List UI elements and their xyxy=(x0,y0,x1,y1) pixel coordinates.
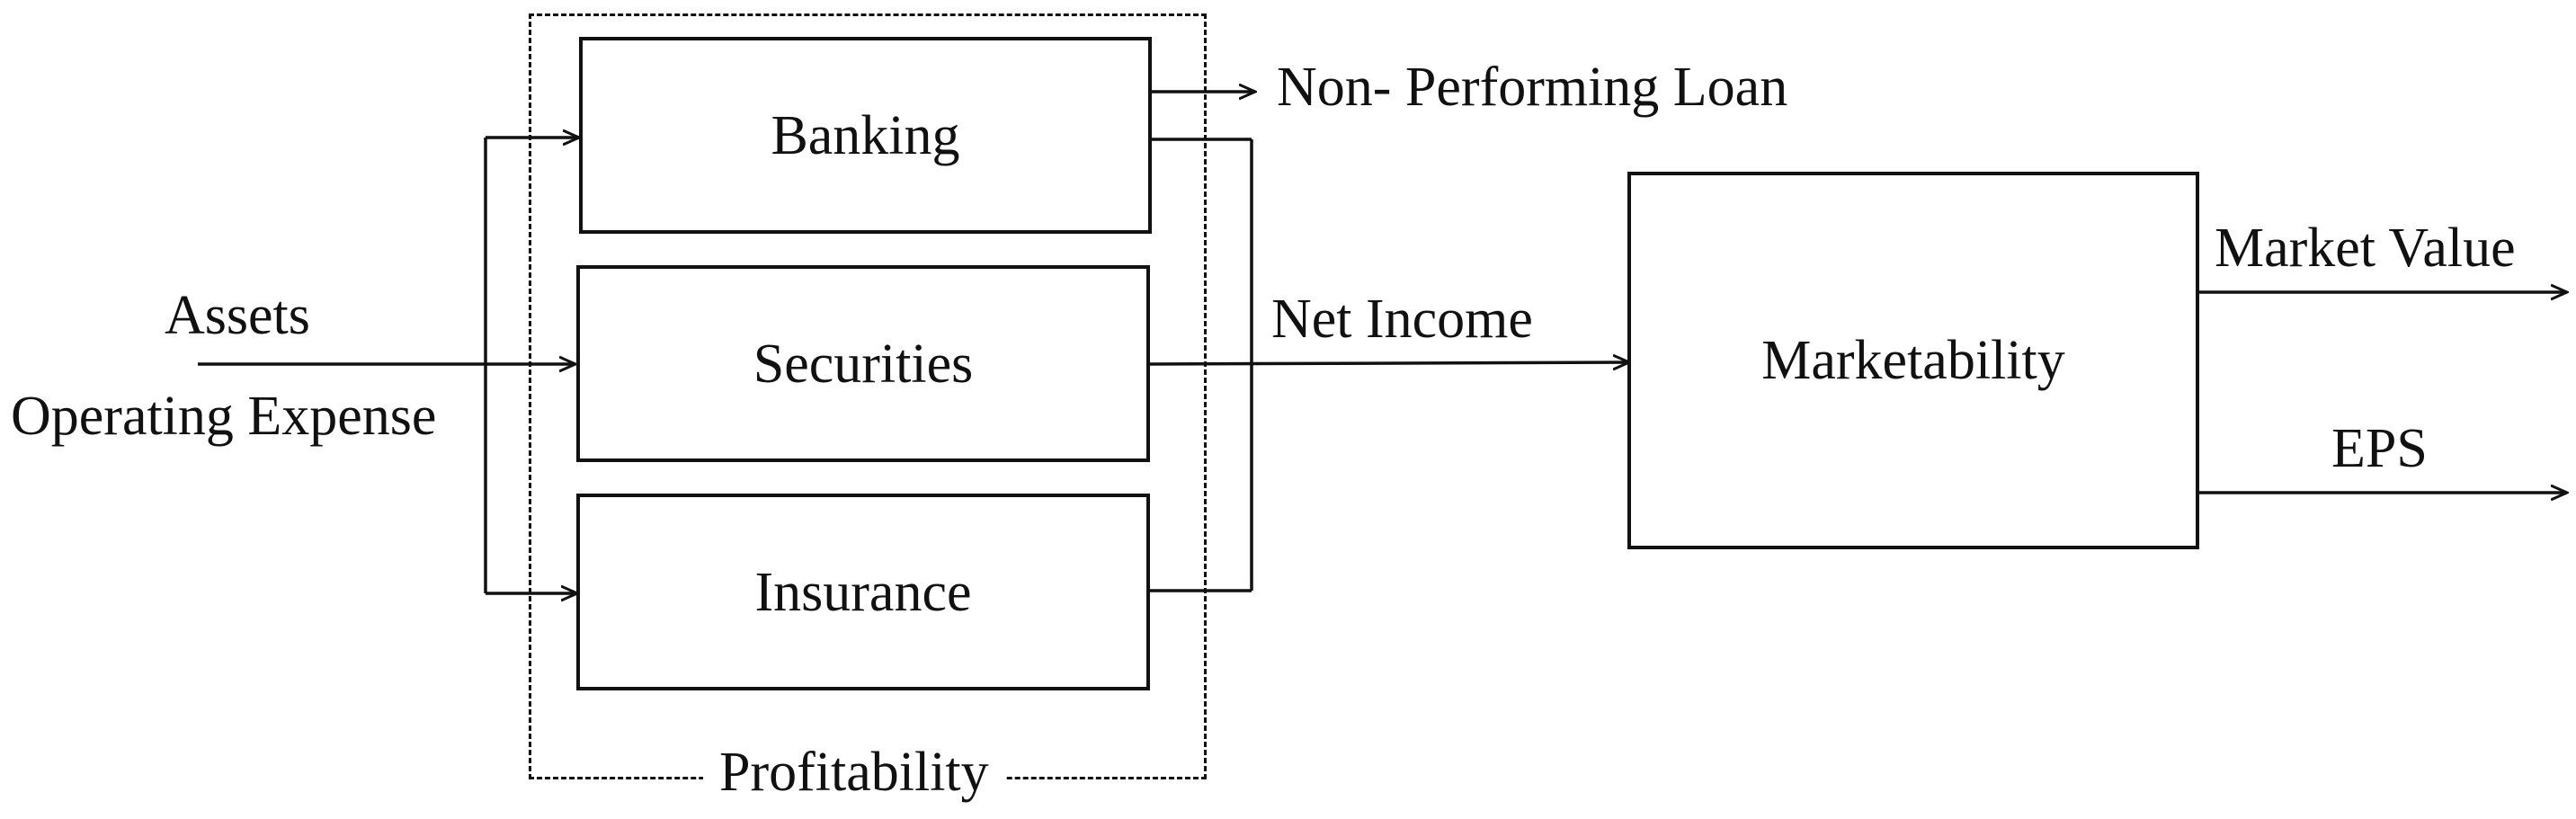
securities-box: Securities xyxy=(576,265,1150,462)
profitability-caption: Profitability xyxy=(703,744,1005,800)
eps-label: EPS xyxy=(2331,418,2428,479)
banking-box: Banking xyxy=(579,37,1152,234)
marketability-box: Marketability xyxy=(1627,172,2199,549)
assets-label: Assets xyxy=(165,285,310,346)
securities-label: Securities xyxy=(753,333,974,395)
banking-label: Banking xyxy=(771,104,960,166)
profitability-label: Profitability xyxy=(719,742,989,803)
insurance-box: Insurance xyxy=(576,494,1150,690)
net-income-label: Net Income xyxy=(1271,289,1533,350)
market-value-label: Market Value xyxy=(2215,218,2516,279)
net-income-arrow xyxy=(1146,362,1629,364)
non-performing-loan-label: Non- Performing Loan xyxy=(1277,57,1788,118)
insurance-label: Insurance xyxy=(754,561,972,623)
operating-expense-label: Operating Expense xyxy=(11,386,437,447)
marketability-label: Marketability xyxy=(1761,330,2065,391)
